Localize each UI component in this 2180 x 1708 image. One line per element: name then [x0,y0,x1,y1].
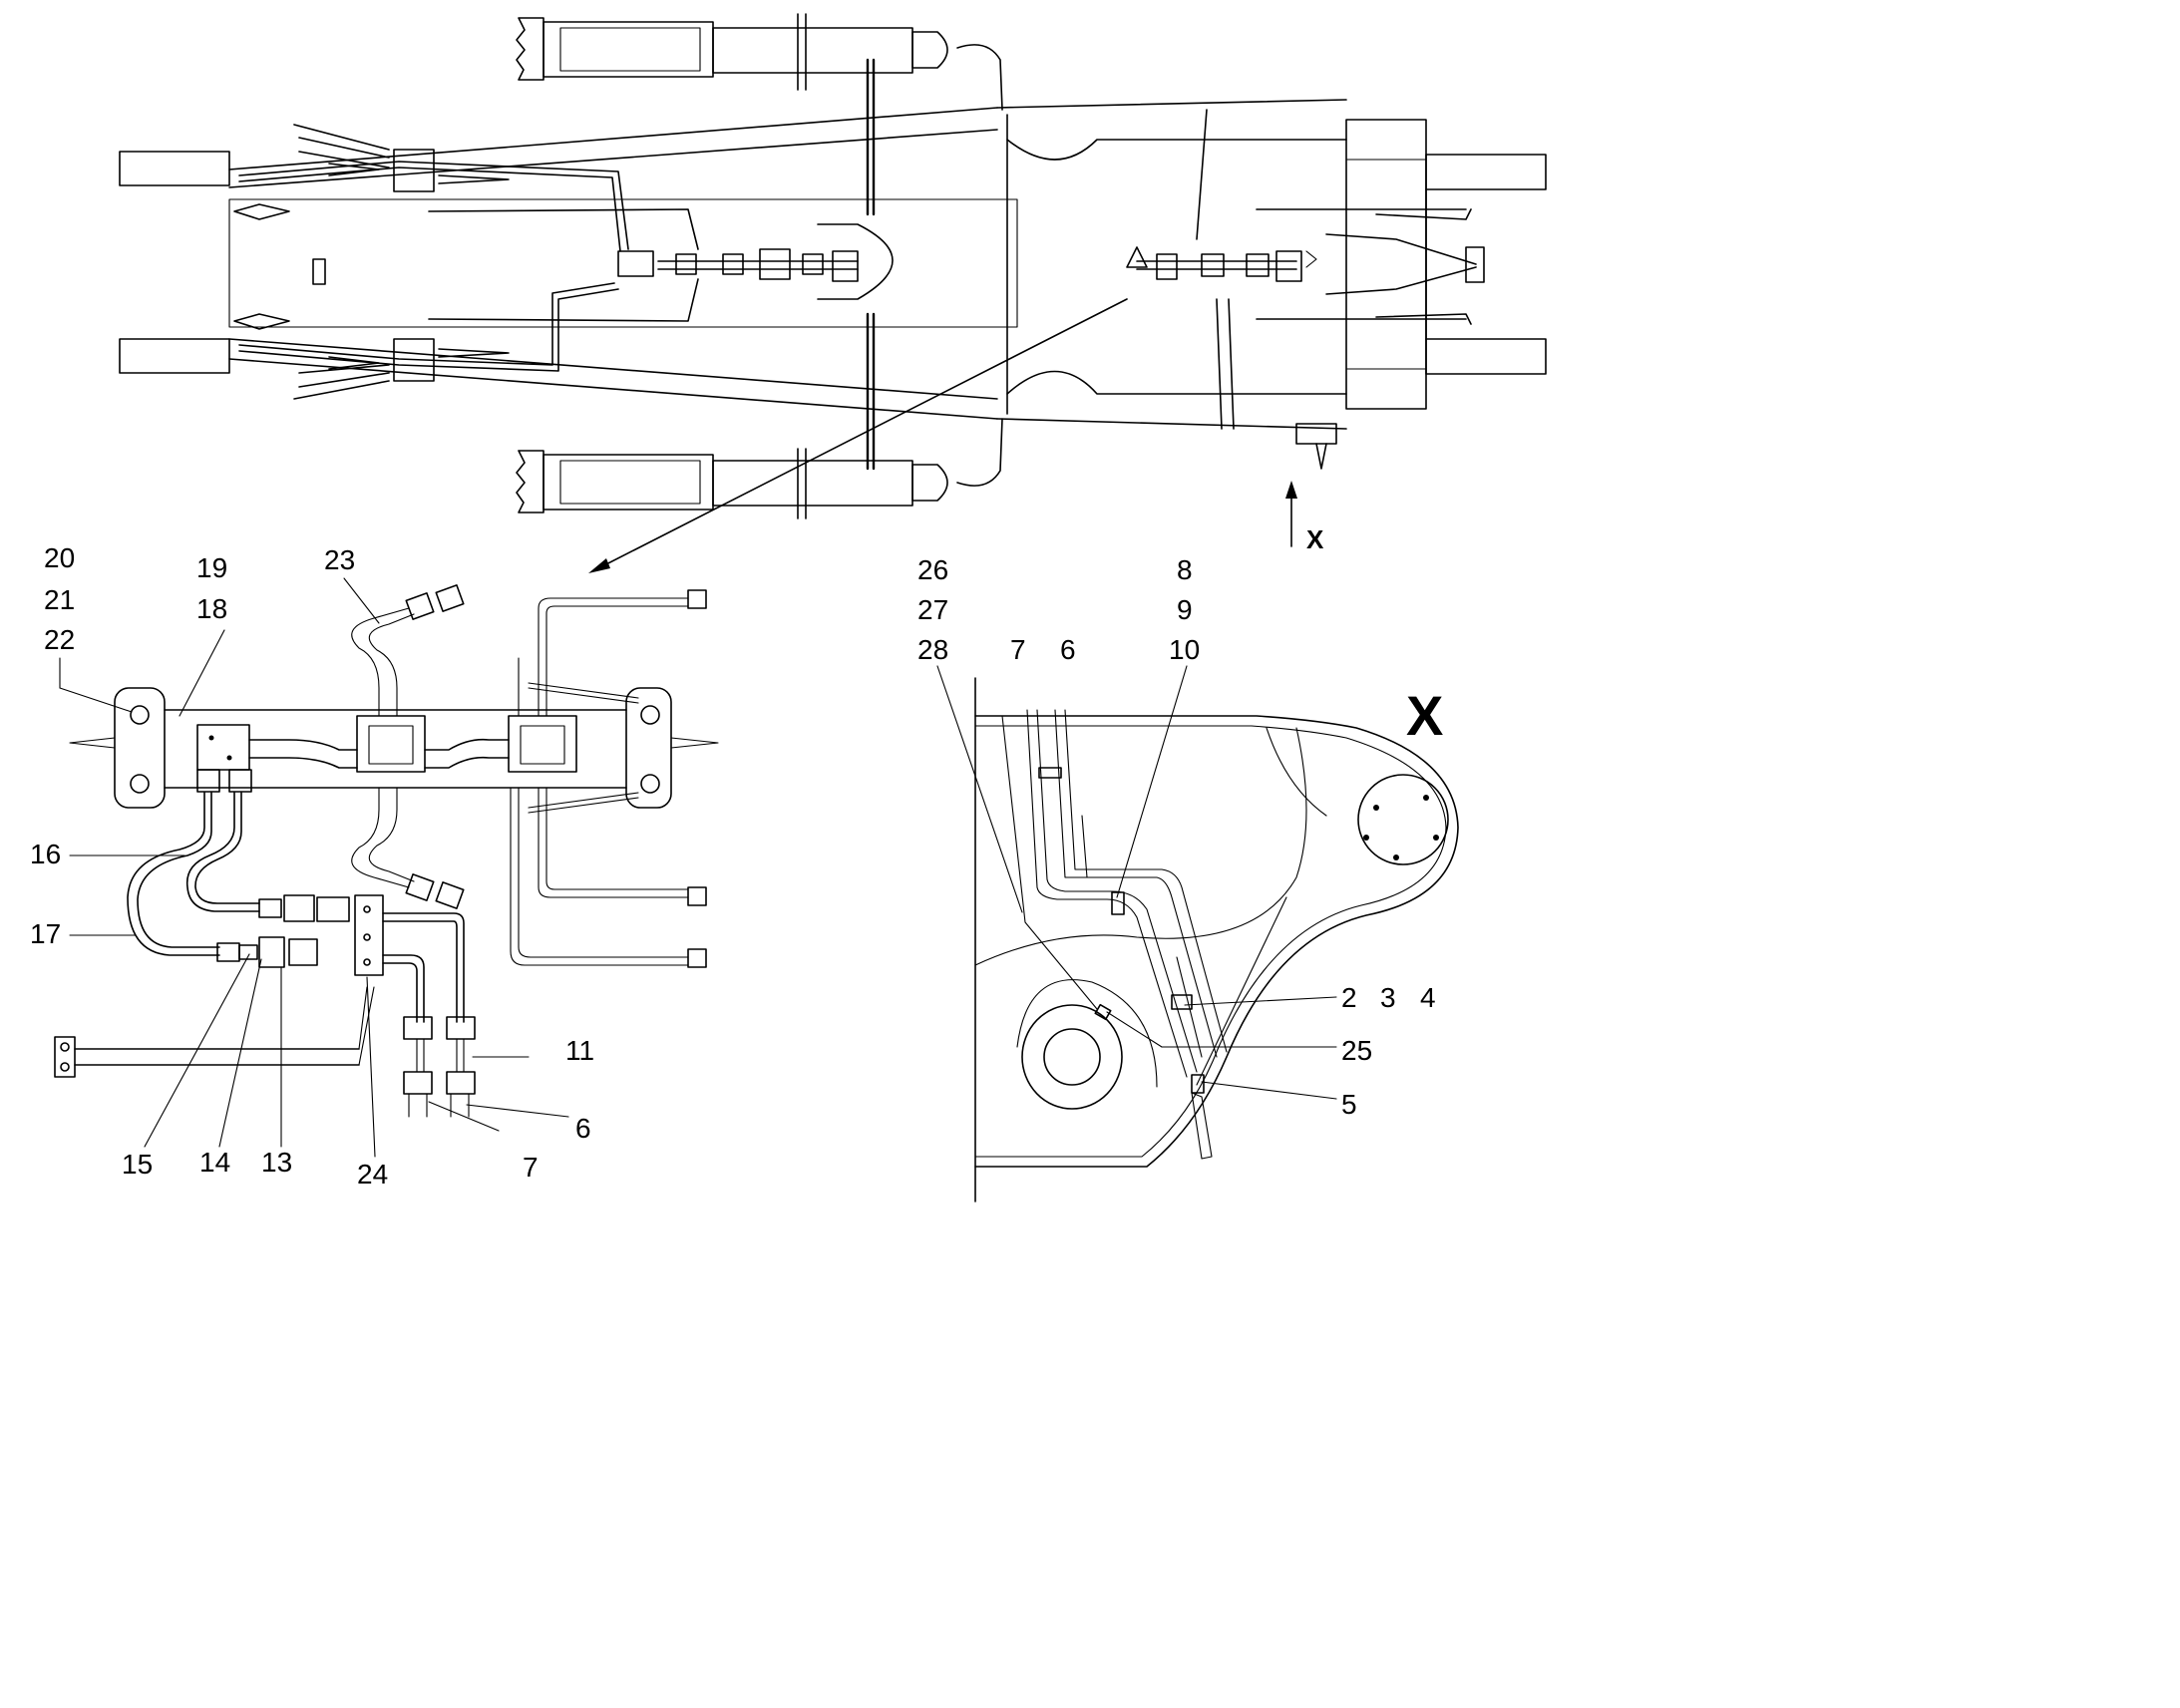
callout-25: 25 [1341,1035,1373,1066]
callout-23: 23 [324,544,356,575]
plan-view [119,13,1547,573]
view-x-arrow-label: X [1306,524,1324,554]
bottom-bracket [54,1036,76,1078]
lower-boss [1021,1004,1123,1110]
frame-outline [119,99,1547,430]
arm-outline [974,715,1459,1168]
callout-28: 28 [917,634,949,665]
callout-7-view-x: 7 [1010,634,1026,665]
callout-6-view-x: 6 [1060,634,1076,665]
callout-3: 3 [1380,982,1396,1013]
view-x-arrowhead [1285,481,1297,499]
callout-19: 19 [196,552,228,583]
callout-8: 8 [1177,554,1193,585]
lower-cylinder [516,418,1003,519]
callout-2: 2 [1341,982,1357,1013]
drawing-sheet: 20 21 22 19 18 23 16 17 15 14 13 24 11 6… [30,13,1547,1202]
callout-16: 16 [30,839,62,869]
callout-4: 4 [1420,982,1436,1013]
plan-valves [617,246,1317,282]
callout-11: 11 [565,1035,595,1066]
detail-view [54,577,719,1158]
callout-5: 5 [1341,1089,1357,1120]
pivot-flange [1357,774,1449,865]
hydraulic-assembly-drawing [54,13,1547,1202]
detail-leader-arrowhead [588,558,610,573]
view-x [936,665,1459,1202]
left-bundles [233,124,510,400]
callout-17: 17 [30,918,62,949]
upper-cylinder [516,13,1003,111]
callout-9: 9 [1177,594,1193,625]
center-valve-right [508,715,577,773]
callout-15: 15 [122,1149,154,1180]
callout-21: 21 [44,584,76,615]
hose-chain [866,58,876,471]
right-bundles [1295,208,1485,470]
tube-bundle [238,109,1467,430]
callout-20: 20 [44,542,76,573]
left-valve [196,724,250,771]
callout-26: 26 [917,554,949,585]
callout-24: 24 [357,1159,389,1190]
view-x-title: X [1406,684,1444,747]
callout-7-detail: 7 [523,1152,539,1183]
callout-27: 27 [917,594,949,625]
callout-10: 10 [1169,634,1201,665]
callout-14: 14 [199,1147,231,1178]
callout-13: 13 [261,1147,293,1178]
callout-18: 18 [196,593,228,624]
callout-22: 22 [44,624,76,655]
detail-leader-line [597,298,1128,569]
center-valve-left [356,715,426,773]
callout-6-detail: 6 [575,1113,591,1144]
